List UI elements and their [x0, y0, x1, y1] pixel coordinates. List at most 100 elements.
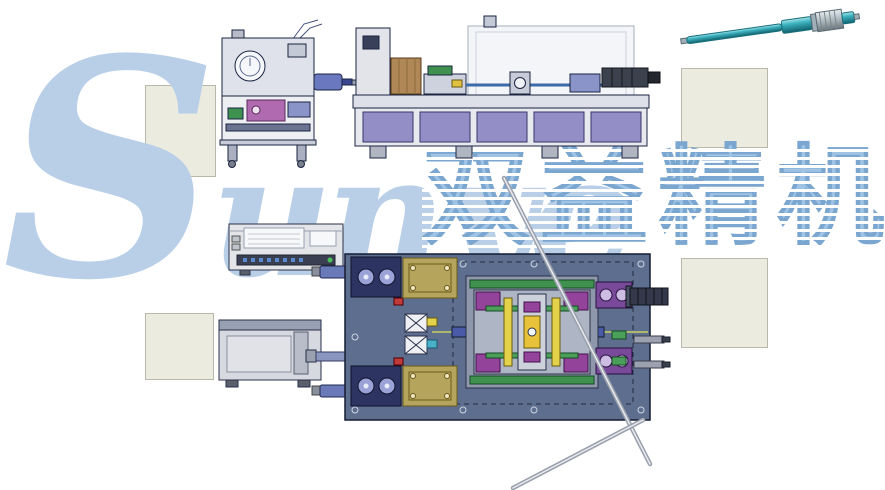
foot: [297, 379, 311, 388]
pipe-rail: [225, 123, 311, 132]
headstock-cap: [427, 65, 453, 76]
left-upper-slide: [350, 256, 458, 306]
right-cylinder: [625, 285, 669, 308]
mount-plate: [402, 257, 458, 299]
bearing: [599, 288, 613, 302]
brand-watermark-cjk: 双益精机: [421, 143, 885, 252]
bolt-hole: [351, 406, 359, 414]
limit-block: [611, 330, 627, 340]
shaft-rod: [686, 23, 783, 45]
caster-wheel: [228, 160, 236, 168]
console-display: [362, 35, 380, 50]
left-clamp-cluster: [404, 313, 438, 355]
push-rod: [315, 351, 347, 362]
bench-foot: [455, 145, 473, 159]
bolt-hole: [530, 260, 538, 268]
leg: [296, 144, 307, 162]
controller-screen: [243, 227, 305, 249]
rod: [633, 335, 665, 344]
clamp-pad: [426, 317, 438, 327]
caster-wheel: [297, 160, 305, 168]
hydraulic-power-unit: [219, 19, 323, 168]
mount-plate: [402, 365, 458, 407]
bench-foot: [621, 145, 639, 159]
spindle-drum: [390, 57, 422, 95]
bolt-hole: [637, 260, 645, 268]
stop-block: [393, 297, 404, 306]
clamp-pad: [426, 339, 438, 349]
drive-cylinder: [601, 67, 649, 88]
center-clamp: [523, 351, 541, 363]
motor-coupling: [313, 73, 361, 91]
ballscrew-shaft-3d: [680, 8, 861, 45]
assembly-baseplate: [344, 253, 671, 421]
foot: [225, 379, 239, 388]
cover-fitting: [483, 15, 497, 28]
cylinder-body: [629, 287, 669, 306]
center-clamp: [523, 301, 541, 313]
bolt-hole: [351, 333, 359, 341]
left-lower-slide: [350, 357, 458, 407]
bench-panel: [476, 111, 528, 143]
bench-foot: [541, 145, 559, 159]
filler-port: [287, 43, 307, 58]
yellow-bar: [551, 297, 561, 367]
tank-cap: [231, 29, 245, 39]
coupling-motor: [313, 73, 343, 91]
rod-hub: [305, 349, 317, 363]
shaft-end: [841, 11, 856, 25]
limit-block: [611, 356, 627, 366]
bolt-hole: [459, 406, 467, 414]
blank-panel-bottom-right: [681, 258, 768, 348]
cable-line: [291, 19, 319, 41]
right-rod-upper: [633, 335, 671, 344]
bench-foot: [369, 145, 387, 159]
controller-label: [309, 230, 337, 247]
bench-panel: [419, 111, 471, 143]
brand-watermark-initial: S: [2, 0, 219, 346]
probe-body: [319, 384, 347, 398]
bench-panel: [533, 111, 585, 143]
controller-unit: [228, 223, 344, 276]
rod-tip: [661, 361, 671, 368]
chuck: [451, 79, 463, 88]
shaft-body: [780, 16, 813, 34]
bolt-hole: [530, 406, 538, 414]
center-fixture: [465, 275, 599, 389]
valve-block: [227, 107, 244, 120]
blank-panel-bottom-left: [145, 313, 214, 380]
yellow-bar: [503, 297, 513, 367]
probe-hub: [311, 266, 321, 277]
bench-panel: [590, 111, 642, 143]
workpiece-rods: [501, 175, 653, 490]
leg: [227, 144, 238, 162]
guide-rail: [469, 375, 595, 385]
side-button: [231, 243, 241, 251]
manifold-block: [287, 101, 311, 118]
protective-cover: [467, 25, 635, 103]
right-lower-bearing: [595, 347, 633, 375]
coupler: [451, 326, 467, 338]
cable-line: [295, 23, 323, 43]
bolt-hole: [459, 260, 467, 268]
tailstock: [569, 73, 601, 93]
bolt-hole: [637, 406, 645, 414]
pump-motor: [246, 99, 286, 122]
center-pin: [527, 327, 537, 337]
probe-hub: [311, 385, 321, 396]
shaft-right-tip: [853, 13, 861, 20]
foot: [239, 269, 251, 276]
test-bench: [352, 15, 661, 159]
drive-top-strip: [218, 319, 322, 331]
rod-tip: [661, 336, 671, 343]
cylinder-nut: [647, 71, 661, 84]
fixture-boundary: [452, 261, 634, 405]
power-led: [327, 257, 333, 263]
guide-rail: [469, 279, 595, 289]
side-button: [231, 235, 241, 243]
drive-unit: [218, 319, 357, 388]
probe-body: [319, 265, 347, 279]
base-frame: [219, 139, 317, 146]
